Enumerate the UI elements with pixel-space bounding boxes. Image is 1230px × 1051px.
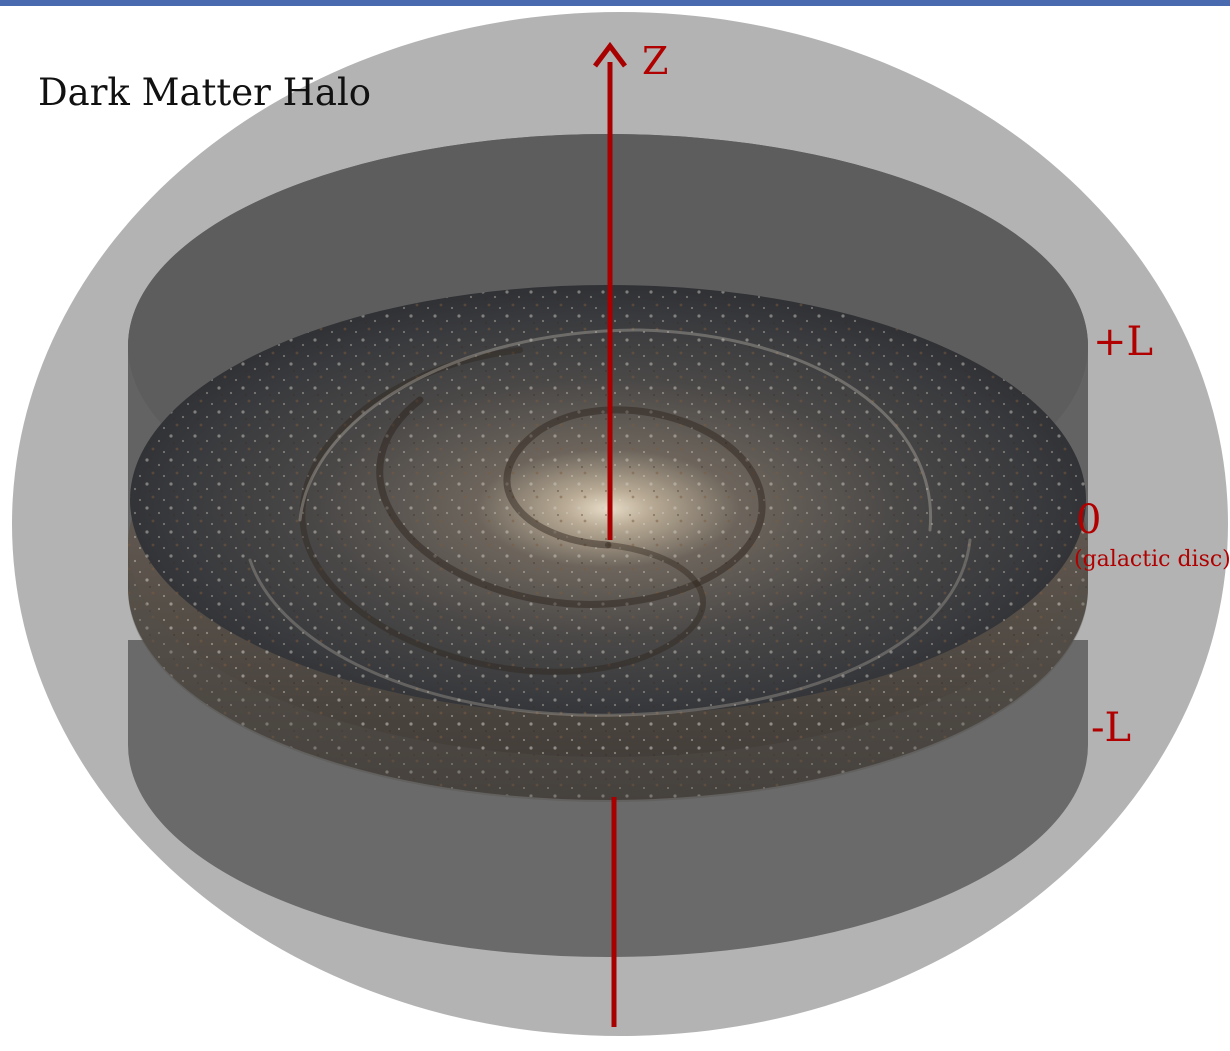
galactic-disc-caption: (galactic disc) [1074, 547, 1230, 572]
spiral-arms [248, 328, 972, 717]
z-axis-label: Z [642, 39, 669, 83]
minus-l-label: -L [1091, 705, 1132, 751]
top-border [0, 0, 1230, 6]
disc-rim [128, 545, 1088, 802]
halo-title: Dark Matter Halo [38, 71, 372, 114]
arrow-up-icon [593, 41, 627, 68]
zero-label: 0 [1076, 497, 1102, 543]
plus-l-label: +L [1093, 319, 1154, 365]
